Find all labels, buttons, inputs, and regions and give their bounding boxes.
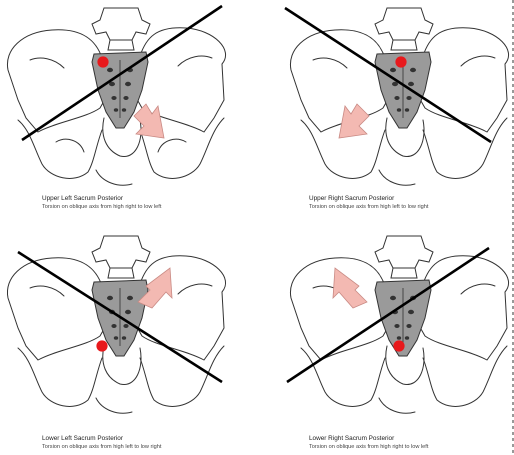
oblique-axis-line (17, 250, 223, 384)
page-edge-marker (512, 0, 514, 455)
lumbar-vertebra (91, 7, 151, 51)
caption-upper-left: Upper Left Sacrum Posterior Torsion on o… (42, 195, 161, 211)
torsion-arrow (338, 103, 370, 139)
posterior-marker-dot (393, 340, 405, 352)
pelvis-illustration-lower-left (6, 235, 227, 414)
oblique-axis-line (286, 246, 490, 384)
panel-subtitle: Torsion on oblique axis from high left t… (309, 204, 429, 210)
posterior-marker-dot (97, 56, 109, 68)
posterior-marker-dot (395, 56, 407, 68)
panel-title: Lower Left Sacrum Posterior (42, 435, 123, 442)
lumbar-vertebra (374, 7, 434, 51)
panel-title: Lower Right Sacrum Posterior (309, 435, 395, 442)
pelvis-illustration-upper-left (6, 4, 227, 186)
pelvis-outline (6, 255, 227, 414)
panel-subtitle: Torsion on oblique axis from high right … (309, 444, 429, 450)
pelvis-outline (6, 27, 227, 186)
oblique-axis-line (284, 6, 492, 144)
panel-title: Upper Left Sacrum Posterior (42, 195, 123, 202)
sacrum (374, 51, 432, 129)
torsion-arrow (137, 267, 173, 309)
lumbar-vertebra (91, 235, 151, 279)
caption-lower-right: Lower Right Sacrum Posterior Torsion on … (309, 435, 428, 451)
lumbar-vertebra (374, 235, 434, 279)
posterior-marker-dot (96, 340, 108, 352)
panel-title: Upper Right Sacrum Posterior (309, 195, 395, 202)
sacrum (91, 51, 149, 129)
caption-upper-right: Upper Right Sacrum Posterior Torsion on … (309, 195, 428, 211)
panel-lower-left-sacrum-posterior: Lower Left Sacrum Posterior Torsion on o… (0, 228, 257, 455)
caption-lower-left: Lower Left Sacrum Posterior Torsion on o… (42, 435, 161, 451)
panel-upper-left-sacrum-posterior: Upper Left Sacrum Posterior Torsion on o… (0, 0, 257, 227)
torsion-arrow (133, 103, 165, 139)
pelvis-outline (289, 255, 510, 414)
panel-subtitle: Torsion on oblique axis from high left t… (42, 444, 162, 450)
pelvis-outline (289, 27, 510, 186)
torsion-arrow (332, 267, 368, 309)
panel-upper-right-sacrum-posterior: Upper Right Sacrum Posterior Torsion on … (257, 0, 514, 227)
oblique-axis-line (21, 4, 223, 142)
panel-subtitle: Torsion on oblique axis from high right … (42, 204, 162, 210)
pelvis-illustration-upper-right (284, 6, 510, 186)
pelvis-illustration-lower-right (286, 235, 510, 414)
panel-lower-right-sacrum-posterior: Lower Right Sacrum Posterior Torsion on … (257, 228, 514, 455)
